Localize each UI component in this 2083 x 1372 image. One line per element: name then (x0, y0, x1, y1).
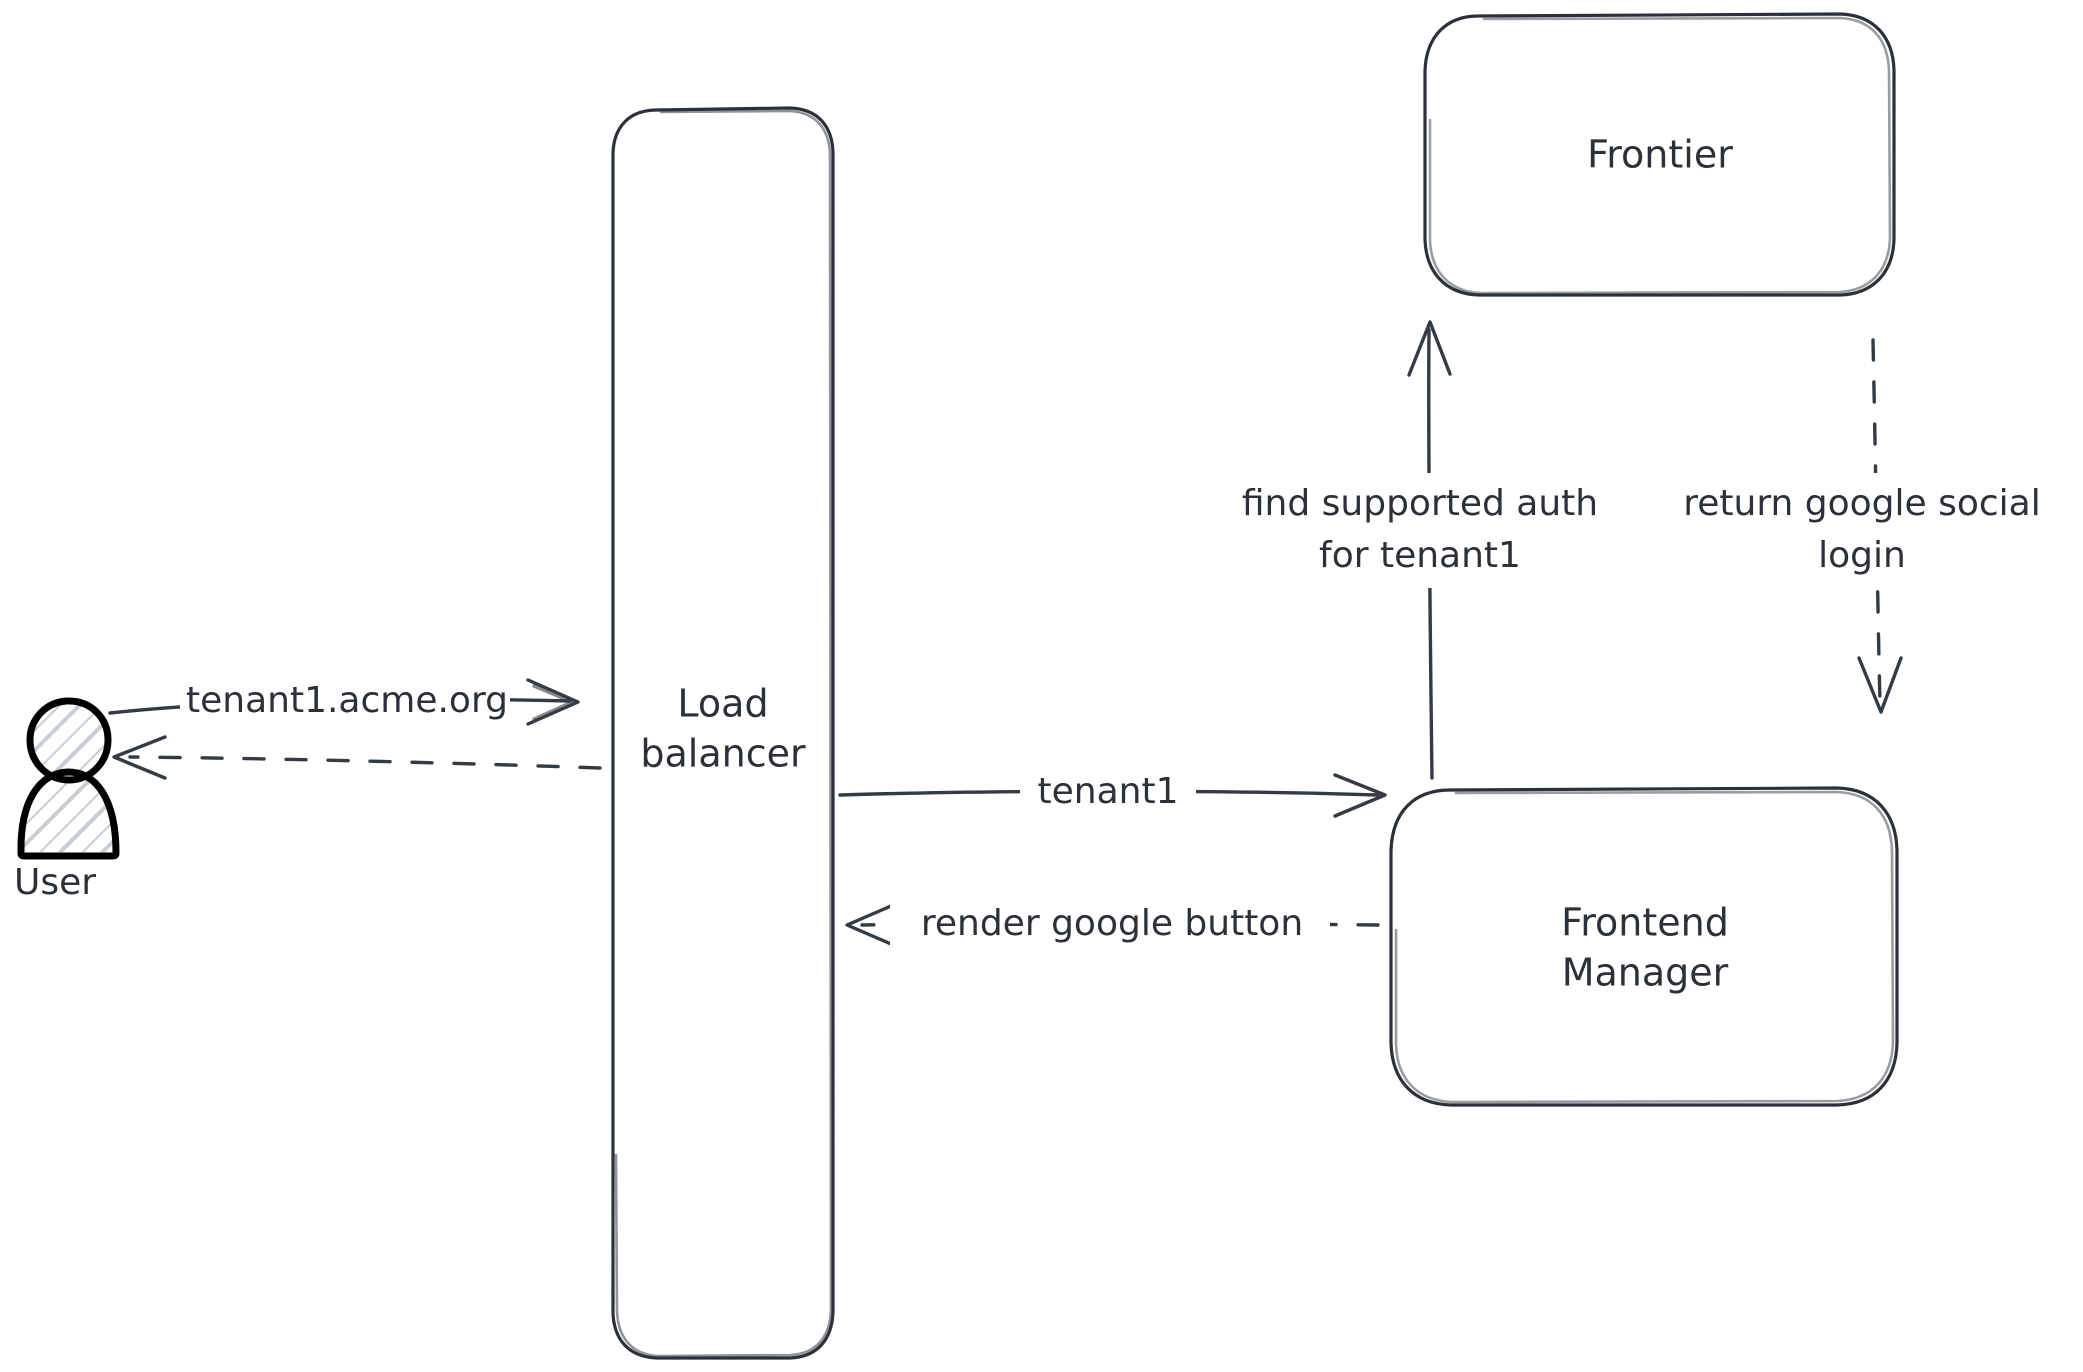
user-actor-label: User (14, 862, 96, 903)
load-balancer-node[interactable] (611, 106, 835, 1360)
edge-label-backdrop-1 (180, 678, 510, 726)
edge-label-backdrop-6 (1648, 473, 2073, 588)
user-actor-icon (17, 697, 120, 860)
frontend-manager-node[interactable] (1389, 786, 1899, 1107)
edge-label-render-google-button: render google button (921, 903, 1303, 944)
frontier-label: Frontier (1587, 133, 1733, 177)
edge-label-tenant1-acme-org: tenant1.acme.org (186, 680, 508, 721)
edge-label-find-supported-auth-line2: for tenant1 (1319, 535, 1521, 576)
edge-label-tenant1: tenant1 (1038, 771, 1179, 812)
edge-label-return-google-social-line2: login (1818, 535, 1906, 576)
load-balancer-label-line2: balancer (640, 732, 806, 776)
frontend-manager-label-line2: Manager (1562, 951, 1729, 995)
frontier-node[interactable] (1423, 12, 1896, 297)
edge-label-return-google-social-line1: return google social (1683, 483, 2041, 524)
edge-label-backdrop-4 (890, 900, 1330, 950)
edge-label-find-supported-auth-line1: find supported auth (1242, 483, 1598, 524)
frontend-manager-label-line1: Frontend (1561, 901, 1729, 945)
edge-load-balancer-to-user (112, 735, 602, 780)
edge-label-backdrop-5 (1205, 473, 1630, 588)
edge-frontier-to-frontend-manager (1857, 338, 1903, 714)
load-balancer-label-line1: Load (677, 682, 768, 726)
edge-label-backdrop-3 (1020, 770, 1196, 818)
